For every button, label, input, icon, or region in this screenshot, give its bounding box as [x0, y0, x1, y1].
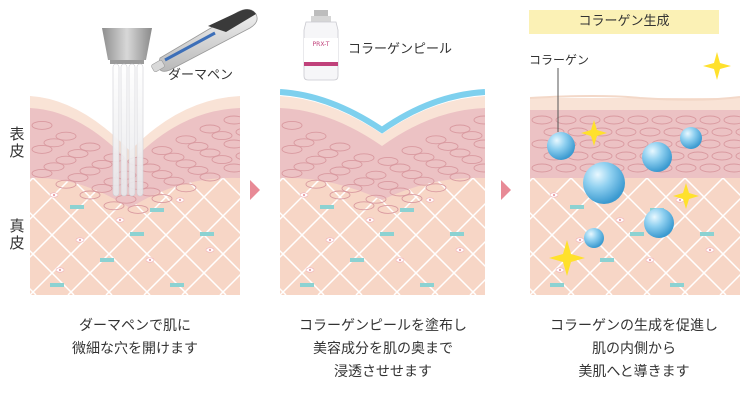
sparkle-icon — [549, 240, 585, 276]
step-arrow-2 — [501, 180, 511, 200]
step-arrow-1 — [250, 180, 260, 200]
collagen-bubble — [642, 142, 672, 172]
step-3-caption: コラーゲンの生成を促進し 肌の内側から 美肌へと導きます — [514, 315, 750, 384]
caption-line: コラーゲンの生成を促進し — [550, 318, 718, 334]
caption-line: 美容成分を肌の奥まで — [313, 341, 453, 357]
collagen-bubble — [547, 132, 575, 160]
caption-line: ダーマペンで肌に — [79, 318, 191, 334]
penetration-channels — [367, 112, 396, 222]
caption-line: 肌の内側から — [592, 341, 676, 357]
collagen-peel-label: コラーゲンピール — [348, 42, 453, 57]
caption-line: 美肌へと導きます — [578, 364, 690, 380]
collagen-bubbles — [547, 127, 702, 248]
dermis-label: 真皮 — [9, 217, 25, 252]
dermapen-device — [151, 9, 258, 73]
step-2-caption: コラーゲンピールを塗布し 美容成分を肌の奥まで 浸透させせます — [263, 315, 503, 384]
caption-line: コラーゲンピールを塗布し — [299, 318, 467, 334]
vial-brand-text: PRX-T — [313, 41, 330, 48]
sparkle-icon — [581, 120, 607, 146]
collagen-bubble — [680, 127, 702, 149]
collagen-bubble-label: コラーゲン — [529, 53, 590, 67]
dermapen-head — [102, 28, 152, 197]
sparkle-icon — [673, 183, 699, 209]
collagen-bubble — [583, 162, 625, 204]
collagen-production-badge: コラーゲン生成 — [529, 10, 719, 34]
epidermis-label: 表皮 — [9, 125, 25, 160]
caption-line: 浸透させせます — [334, 364, 432, 380]
collagen-bubble — [644, 208, 674, 238]
caption-line: 微細な穴を開けます — [72, 341, 198, 357]
skin-panel-2 — [280, 85, 485, 295]
sparkle-icon — [703, 52, 731, 80]
step-1-caption: ダーマペンで肌に 微細な穴を開けます — [15, 315, 255, 361]
collagen-bubble — [584, 228, 604, 248]
dermapen-label: ダーマペン — [168, 68, 234, 83]
collagen-peel-vial: PRX-T — [303, 10, 339, 81]
sparkles — [549, 52, 731, 276]
